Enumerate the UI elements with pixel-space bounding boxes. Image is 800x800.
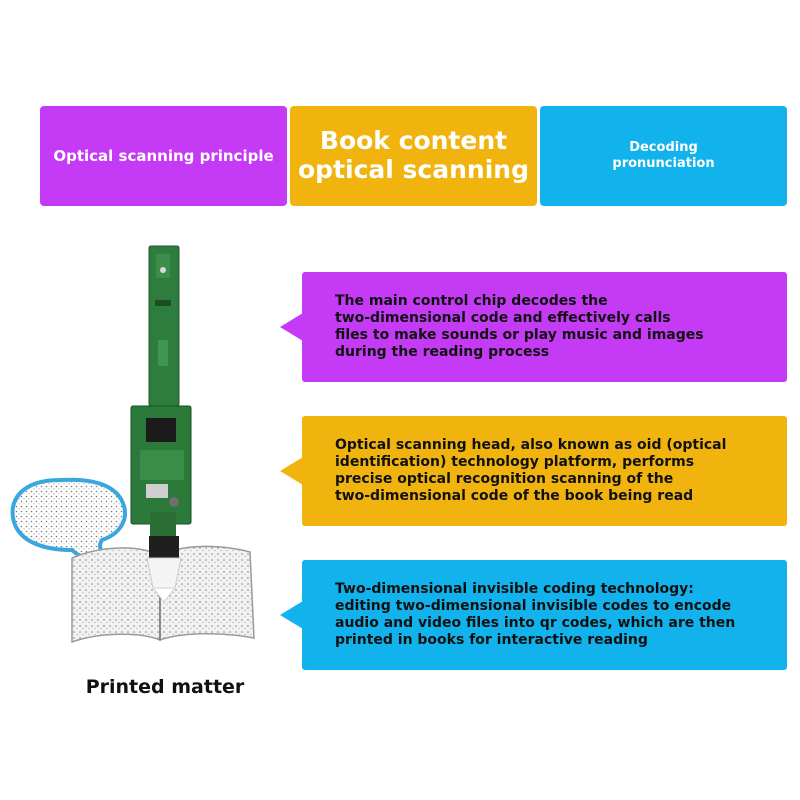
header-tab-optical-scanning-principle: Optical scanning principle bbox=[40, 106, 287, 206]
header-tab-label: Book content optical scanning bbox=[298, 126, 529, 184]
header-tab-label: Optical scanning principle bbox=[53, 147, 274, 165]
printed-matter-caption: Printed matter bbox=[85, 676, 245, 698]
speech-bubble-icon bbox=[10, 477, 127, 561]
card-text: Two-dimensional invisible coding technol… bbox=[335, 581, 736, 648]
optical-scanning-head-card: Optical scanning head, also known as oid… bbox=[302, 416, 787, 526]
invisible-coding-card: Two-dimensional invisible coding technol… bbox=[302, 560, 787, 670]
open-book-icon bbox=[71, 545, 255, 644]
card-text: Optical scanning head, also known as oid… bbox=[335, 437, 727, 504]
header-tab-label: Decoding pronunciation bbox=[612, 140, 715, 171]
card-text: The main control chip decodes the two-di… bbox=[335, 293, 704, 360]
main-control-chip-card: The main control chip decodes the two-di… bbox=[302, 272, 787, 382]
header-tab-book-content-optical-scanning: Book content optical scanning bbox=[290, 106, 537, 206]
pen-tip-icon bbox=[146, 536, 182, 603]
header-tab-decoding-pronunciation: Decoding pronunciation bbox=[540, 106, 787, 206]
pen-illustration bbox=[10, 245, 255, 644]
circuit-board-icon bbox=[130, 245, 192, 538]
